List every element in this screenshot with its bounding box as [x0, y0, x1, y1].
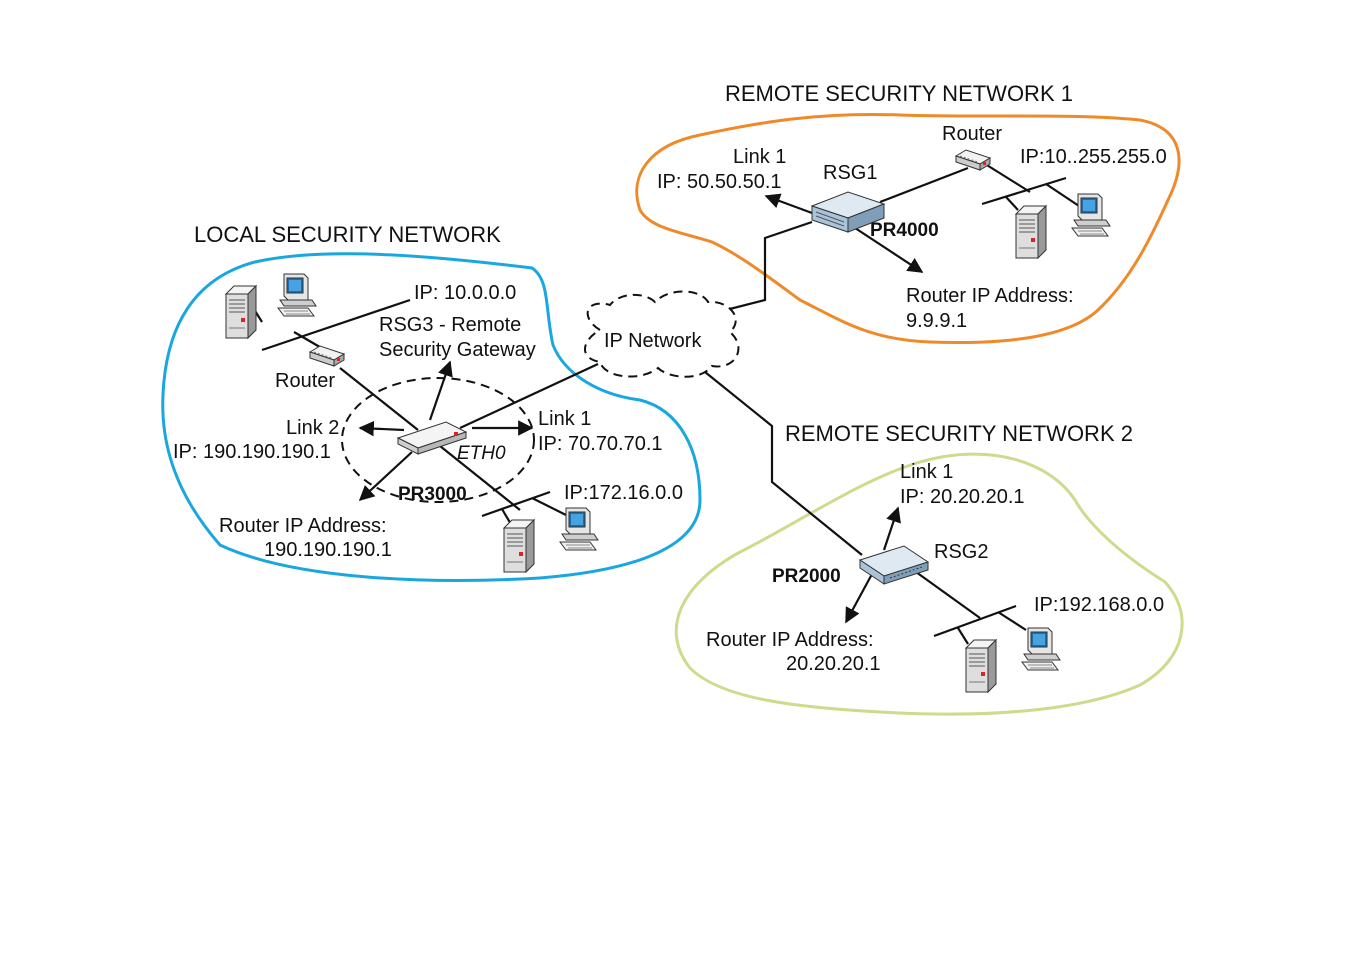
local-network-boundary — [161, 252, 702, 582]
remote1-router-ip-label-line2: 9.9.9.1 — [906, 310, 967, 332]
rsg3-gateway-icon — [396, 421, 468, 455]
local-workstation-icon — [277, 273, 317, 317]
remote1-lan-ip-label: IP:10..255.255.0 — [1020, 146, 1167, 168]
local-router-to-gateway — [339, 367, 419, 431]
local-gateway-label-line2: Security Gateway — [379, 339, 536, 361]
remote2-server-icon — [965, 639, 997, 693]
router-to-remote1-lan — [981, 161, 1031, 193]
local-router-icon — [309, 345, 345, 367]
local-lan2-pc-drop — [531, 497, 569, 517]
local-eth0-label: ETH0 — [457, 443, 506, 464]
remote2-lan-ip-label: IP:192.168.0.0 — [1034, 594, 1164, 616]
ip-network-cloud — [584, 290, 740, 378]
local-link2-label-line1: Link 2 — [286, 417, 339, 439]
remote1-pc-drop — [1045, 183, 1083, 209]
local-model-label: PR3000 — [398, 484, 467, 505]
local-lan2-bus — [481, 490, 551, 518]
remote1-link1-label-line1: Link 1 — [733, 146, 786, 168]
remote2-server-drop — [957, 627, 969, 645]
local-router-ip-label-line2: 190.190.190.1 — [264, 539, 392, 561]
rsg2-gateway-icon — [858, 545, 930, 585]
remote2-link1-label-line2: IP: 20.20.20.1 — [900, 486, 1025, 508]
remote1-router-ip-label-line1: Router IP Address: — [906, 285, 1074, 307]
remote1-lan-bus — [981, 176, 1067, 206]
remote2-link1-arrow — [882, 506, 901, 551]
local-gateway-label-line1: RSG3 - Remote — [379, 314, 521, 336]
remote1-model-label: PR4000 — [870, 220, 939, 241]
remote1-router-label: Router — [942, 123, 1002, 145]
local-server-icon — [225, 285, 257, 339]
remote1-network-boundary — [635, 112, 1181, 345]
ip-network-label: IP Network — [604, 330, 702, 352]
remote2-router-ip-label-line1: Router IP Address: — [706, 629, 874, 651]
remote1-router-icon — [955, 149, 991, 171]
remote1-gateway-label: RSG1 — [823, 162, 877, 184]
local-lan2-ip-label: IP:172.16.0.0 — [564, 482, 683, 504]
local-router-label: Router — [275, 370, 335, 392]
local-link2-arrow — [358, 420, 405, 437]
remote1-router-ip-arrow — [851, 225, 924, 273]
local-link2-label-line2: IP: 190.190.190.1 — [173, 441, 331, 463]
remote2-workstation-icon — [1021, 627, 1061, 671]
remote1-server-icon — [1015, 205, 1047, 259]
remote1-workstation-icon — [1071, 193, 1111, 237]
local-gateway-to-lan2 — [439, 445, 521, 511]
rsg1-gateway-icon — [810, 191, 886, 233]
rsg2-to-remote2-lan — [915, 571, 981, 619]
remote1-server-drop — [1005, 196, 1019, 211]
remote2-link1-label-line1: Link 1 — [900, 461, 953, 483]
eth0-interface-ring — [341, 377, 535, 503]
rsg1-to-router — [879, 166, 969, 204]
remote2-network-boundary — [674, 452, 1184, 716]
local-lan-ip-label: IP: 10.0.0.0 — [414, 282, 516, 304]
remote2-lan-bus — [933, 604, 1017, 638]
ipnetwork-to-rsg2 — [704, 371, 863, 556]
local-router-ip-arrow — [358, 451, 413, 502]
remote2-router-ip-label-line2: 20.20.20.1 — [786, 653, 881, 675]
remote2-pc-drop — [997, 611, 1027, 631]
remote1-link1-arrow — [764, 193, 813, 215]
local-lan2-server-icon — [503, 519, 535, 573]
remote2-network-title: REMOTE SECURITY NETWORK 2 — [785, 421, 1133, 446]
remote1-network-title: REMOTE SECURITY NETWORK 1 — [725, 81, 1073, 106]
local-lan-bus — [261, 298, 411, 352]
local-lan2-workstation-icon — [559, 507, 599, 551]
local-link1-label-line2: IP: 70.70.70.1 — [538, 433, 663, 455]
remote2-router-ip-arrow — [845, 573, 873, 624]
remote2-model-label: PR2000 — [772, 566, 841, 587]
ipnetwork-to-rsg1 — [717, 220, 813, 314]
local-router-ip-label-line1: Router IP Address: — [219, 515, 387, 537]
local-gateway-to-ipnetwork — [459, 363, 599, 429]
local-network-title: LOCAL SECURITY NETWORK — [194, 222, 501, 247]
local-link1-label-line1: Link 1 — [538, 408, 591, 430]
local-gateway-arrow-up — [428, 360, 453, 421]
remote1-link1-label-line2: IP: 50.50.50.1 — [657, 171, 782, 193]
remote2-gateway-label: RSG2 — [934, 541, 988, 563]
